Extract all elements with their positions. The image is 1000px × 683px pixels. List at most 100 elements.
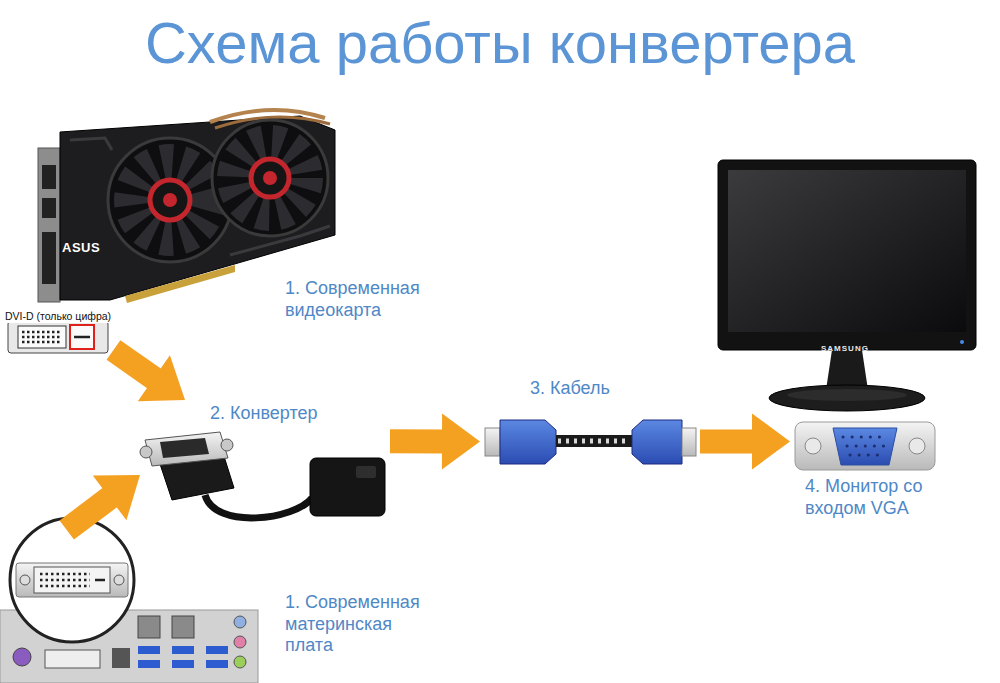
- flow-arrow: [700, 413, 790, 469]
- thumbscrew: [140, 446, 152, 458]
- plug-pins: [160, 438, 209, 458]
- gpu-bracket: [38, 148, 60, 302]
- arrow-shaft: [700, 429, 753, 453]
- part-label: SAMSUNG: [821, 345, 869, 354]
- ps2-port: [13, 648, 31, 666]
- usb-port: [172, 660, 194, 668]
- socket-pins: [850, 454, 881, 457]
- vga-socket: [833, 428, 897, 465]
- caption-text: 4. Монитор со входом VGA: [805, 476, 955, 519]
- dvi-pins: [40, 585, 90, 588]
- illustration-node: 1. Современная материнская плата: [0, 530, 445, 683]
- gpu-gold-fingers: [125, 265, 235, 303]
- dvi-pins: [40, 579, 90, 582]
- part-label: DVI-D (только цифра): [5, 311, 111, 323]
- socket-pins: [843, 436, 887, 439]
- arrow-shaft: [390, 429, 443, 453]
- gpu-port: [42, 232, 56, 284]
- highlight-square: [70, 325, 94, 349]
- audio-jack: [234, 636, 246, 648]
- illustration-node: 2. Конвертер: [140, 400, 390, 525]
- dvi-pins: [22, 336, 62, 339]
- flow-arrow: [114, 350, 186, 401]
- vga-plug-body: [632, 420, 682, 464]
- dvi-pins: [22, 331, 62, 334]
- usb-port: [138, 660, 160, 668]
- caption-text: 3. Кабель: [530, 378, 660, 400]
- dvi-blade: [95, 579, 105, 582]
- vga-plug-metal: [485, 428, 500, 456]
- dvi-port-small: [45, 650, 100, 668]
- fan-blades: [236, 144, 304, 212]
- ethernet-port: [172, 616, 194, 638]
- plug-face: [145, 432, 228, 466]
- audio-jack: [234, 616, 246, 628]
- audio-jack: [234, 656, 246, 668]
- dvi-pins: [22, 341, 62, 344]
- dvi-pins: [40, 573, 90, 576]
- converter-box: [310, 458, 385, 516]
- gpu-port: [42, 198, 56, 218]
- fan-hub: [251, 159, 289, 197]
- fan-blades: [134, 164, 206, 236]
- vga-plug-metal: [682, 428, 696, 456]
- usb-port: [172, 646, 194, 654]
- monitor-base-highlight: [787, 389, 907, 401]
- flow-arrow: [67, 475, 140, 530]
- part-label: ASUS: [62, 241, 100, 255]
- caption-text: 2. Конвертер: [210, 403, 350, 425]
- socket-screw: [909, 438, 925, 454]
- arrow-head: [138, 355, 185, 401]
- illustration-node: 3. Кабель: [480, 375, 700, 470]
- fan-center: [263, 171, 277, 185]
- diagram-title: Схема работы конвертера: [145, 10, 855, 77]
- gpu-fan: [212, 120, 328, 236]
- dvi-plate: [16, 563, 128, 597]
- ethernet-port: [138, 616, 160, 638]
- fan-hub: [150, 180, 190, 220]
- gpu-fan: [108, 138, 232, 262]
- dvi-screw: [114, 575, 124, 585]
- gpu-port: [42, 165, 56, 189]
- converter-cable: [205, 495, 312, 518]
- converter-port: [356, 466, 376, 478]
- gpu-shroud-line: [70, 138, 112, 150]
- vga-plug-body: [500, 420, 556, 464]
- vga-cable: [556, 435, 632, 447]
- fan-center: [163, 193, 177, 207]
- monitor-frame: [718, 160, 976, 350]
- vga-socket-plate: [795, 422, 935, 470]
- label-anchor: ASUS: [62, 238, 100, 256]
- monitor-neck: [826, 350, 868, 390]
- usb-port: [206, 646, 228, 654]
- dvi-d-port-frame: [8, 321, 108, 353]
- label-anchor: SAMSUNG: [821, 337, 869, 355]
- usb-port: [138, 646, 160, 654]
- caption-text: 1. Современная материнская плата: [285, 592, 435, 657]
- flow-arrow: [390, 413, 480, 469]
- arrow-shaft: [114, 350, 155, 379]
- dvi-blade: [74, 336, 90, 339]
- dvi-screw: [20, 575, 30, 585]
- arrow-head: [442, 413, 480, 469]
- socket-screw: [805, 438, 821, 454]
- dvi-socket: [34, 567, 110, 593]
- label-anchor: DVI-D (только цифра): [5, 306, 111, 324]
- gpu-body: [60, 116, 335, 300]
- arrow-head: [752, 413, 790, 469]
- dvi-d-port: [18, 326, 66, 348]
- caption-text: 1. Современная видеокарта: [285, 278, 450, 321]
- thumbscrew: [221, 439, 233, 451]
- arrow-head: [93, 475, 140, 520]
- illustration-node: 4. Монитор со входом VGA: [790, 415, 990, 530]
- title-wrap: Схема работы конвертера: [0, 10, 1000, 77]
- socket-pins: [847, 445, 884, 448]
- arrow-shaft: [67, 497, 111, 530]
- monitor-base: [769, 385, 925, 411]
- cable-stripes: [558, 439, 630, 444]
